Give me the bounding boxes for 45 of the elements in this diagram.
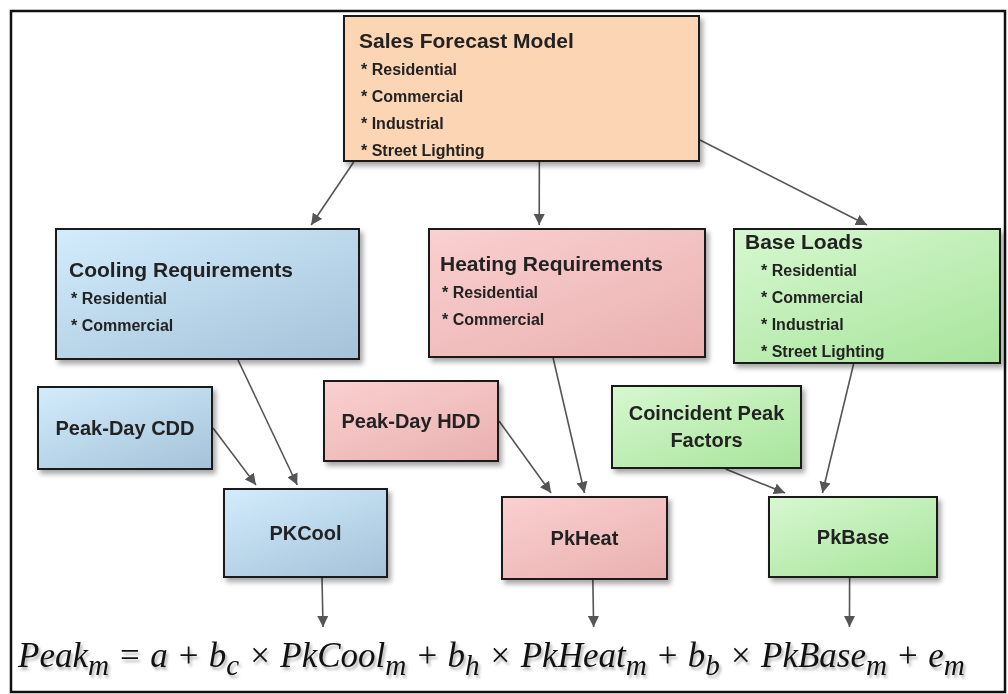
input-box bbox=[611, 385, 802, 469]
arrow bbox=[724, 468, 786, 494]
box-label: PkHeat bbox=[550, 525, 619, 551]
list-item: * Street Lighting bbox=[360, 141, 486, 161]
arrow bbox=[587, 579, 600, 628]
arrow bbox=[819, 363, 855, 494]
input-box bbox=[323, 380, 499, 462]
arrow bbox=[310, 161, 355, 226]
formula-text: Peak$_{m}$ = a + b$_{c}$ × PkCool$_{m}$ + b$_{h}$ × PkHeat$_{m}$ + b$_{b}$ × PkBase$_{m}$ + e$_{m}$ bbox=[18, 636, 965, 682]
arrow bbox=[843, 577, 856, 628]
process-box bbox=[343, 15, 700, 162]
process-box bbox=[733, 228, 1001, 364]
arrow bbox=[498, 420, 552, 494]
list-item: * Street Lighting bbox=[760, 342, 886, 362]
list-item: * Residential bbox=[360, 60, 459, 80]
process-box bbox=[428, 228, 706, 358]
box-label: Coincident Peak Factors bbox=[627, 401, 786, 453]
input-box bbox=[37, 386, 213, 470]
arrow bbox=[552, 357, 588, 494]
list-item: * Commercial bbox=[360, 87, 465, 107]
box-title: Heating Requirements bbox=[440, 252, 664, 276]
box-title: Base Loads bbox=[745, 230, 864, 254]
arrow bbox=[212, 427, 257, 486]
list-item: * Commercial bbox=[70, 316, 175, 336]
box-title: Cooling Requirements bbox=[69, 258, 295, 282]
output-box bbox=[501, 496, 668, 580]
arrow bbox=[533, 161, 545, 226]
arrow bbox=[237, 359, 299, 486]
process-box bbox=[55, 228, 360, 360]
arrow bbox=[317, 577, 329, 628]
list-item: * Residential bbox=[760, 261, 859, 281]
list-item: * Residential bbox=[441, 283, 540, 303]
box-title: Sales Forecast Model bbox=[359, 29, 575, 53]
box-label: PKCool bbox=[269, 520, 342, 546]
list-item: * Industrial bbox=[360, 114, 445, 134]
list-item: * Residential bbox=[70, 289, 169, 309]
box-label: PkBase bbox=[816, 524, 890, 550]
list-item: * Industrial bbox=[760, 315, 845, 335]
list-item: * Commercial bbox=[760, 288, 865, 308]
output-box bbox=[768, 496, 938, 578]
output-box bbox=[223, 488, 388, 578]
list-item: * Commercial bbox=[441, 310, 546, 330]
box-label: Peak-Day HDD bbox=[341, 408, 481, 434]
arrow bbox=[699, 139, 868, 226]
box-label: Peak-Day CDD bbox=[55, 415, 195, 441]
